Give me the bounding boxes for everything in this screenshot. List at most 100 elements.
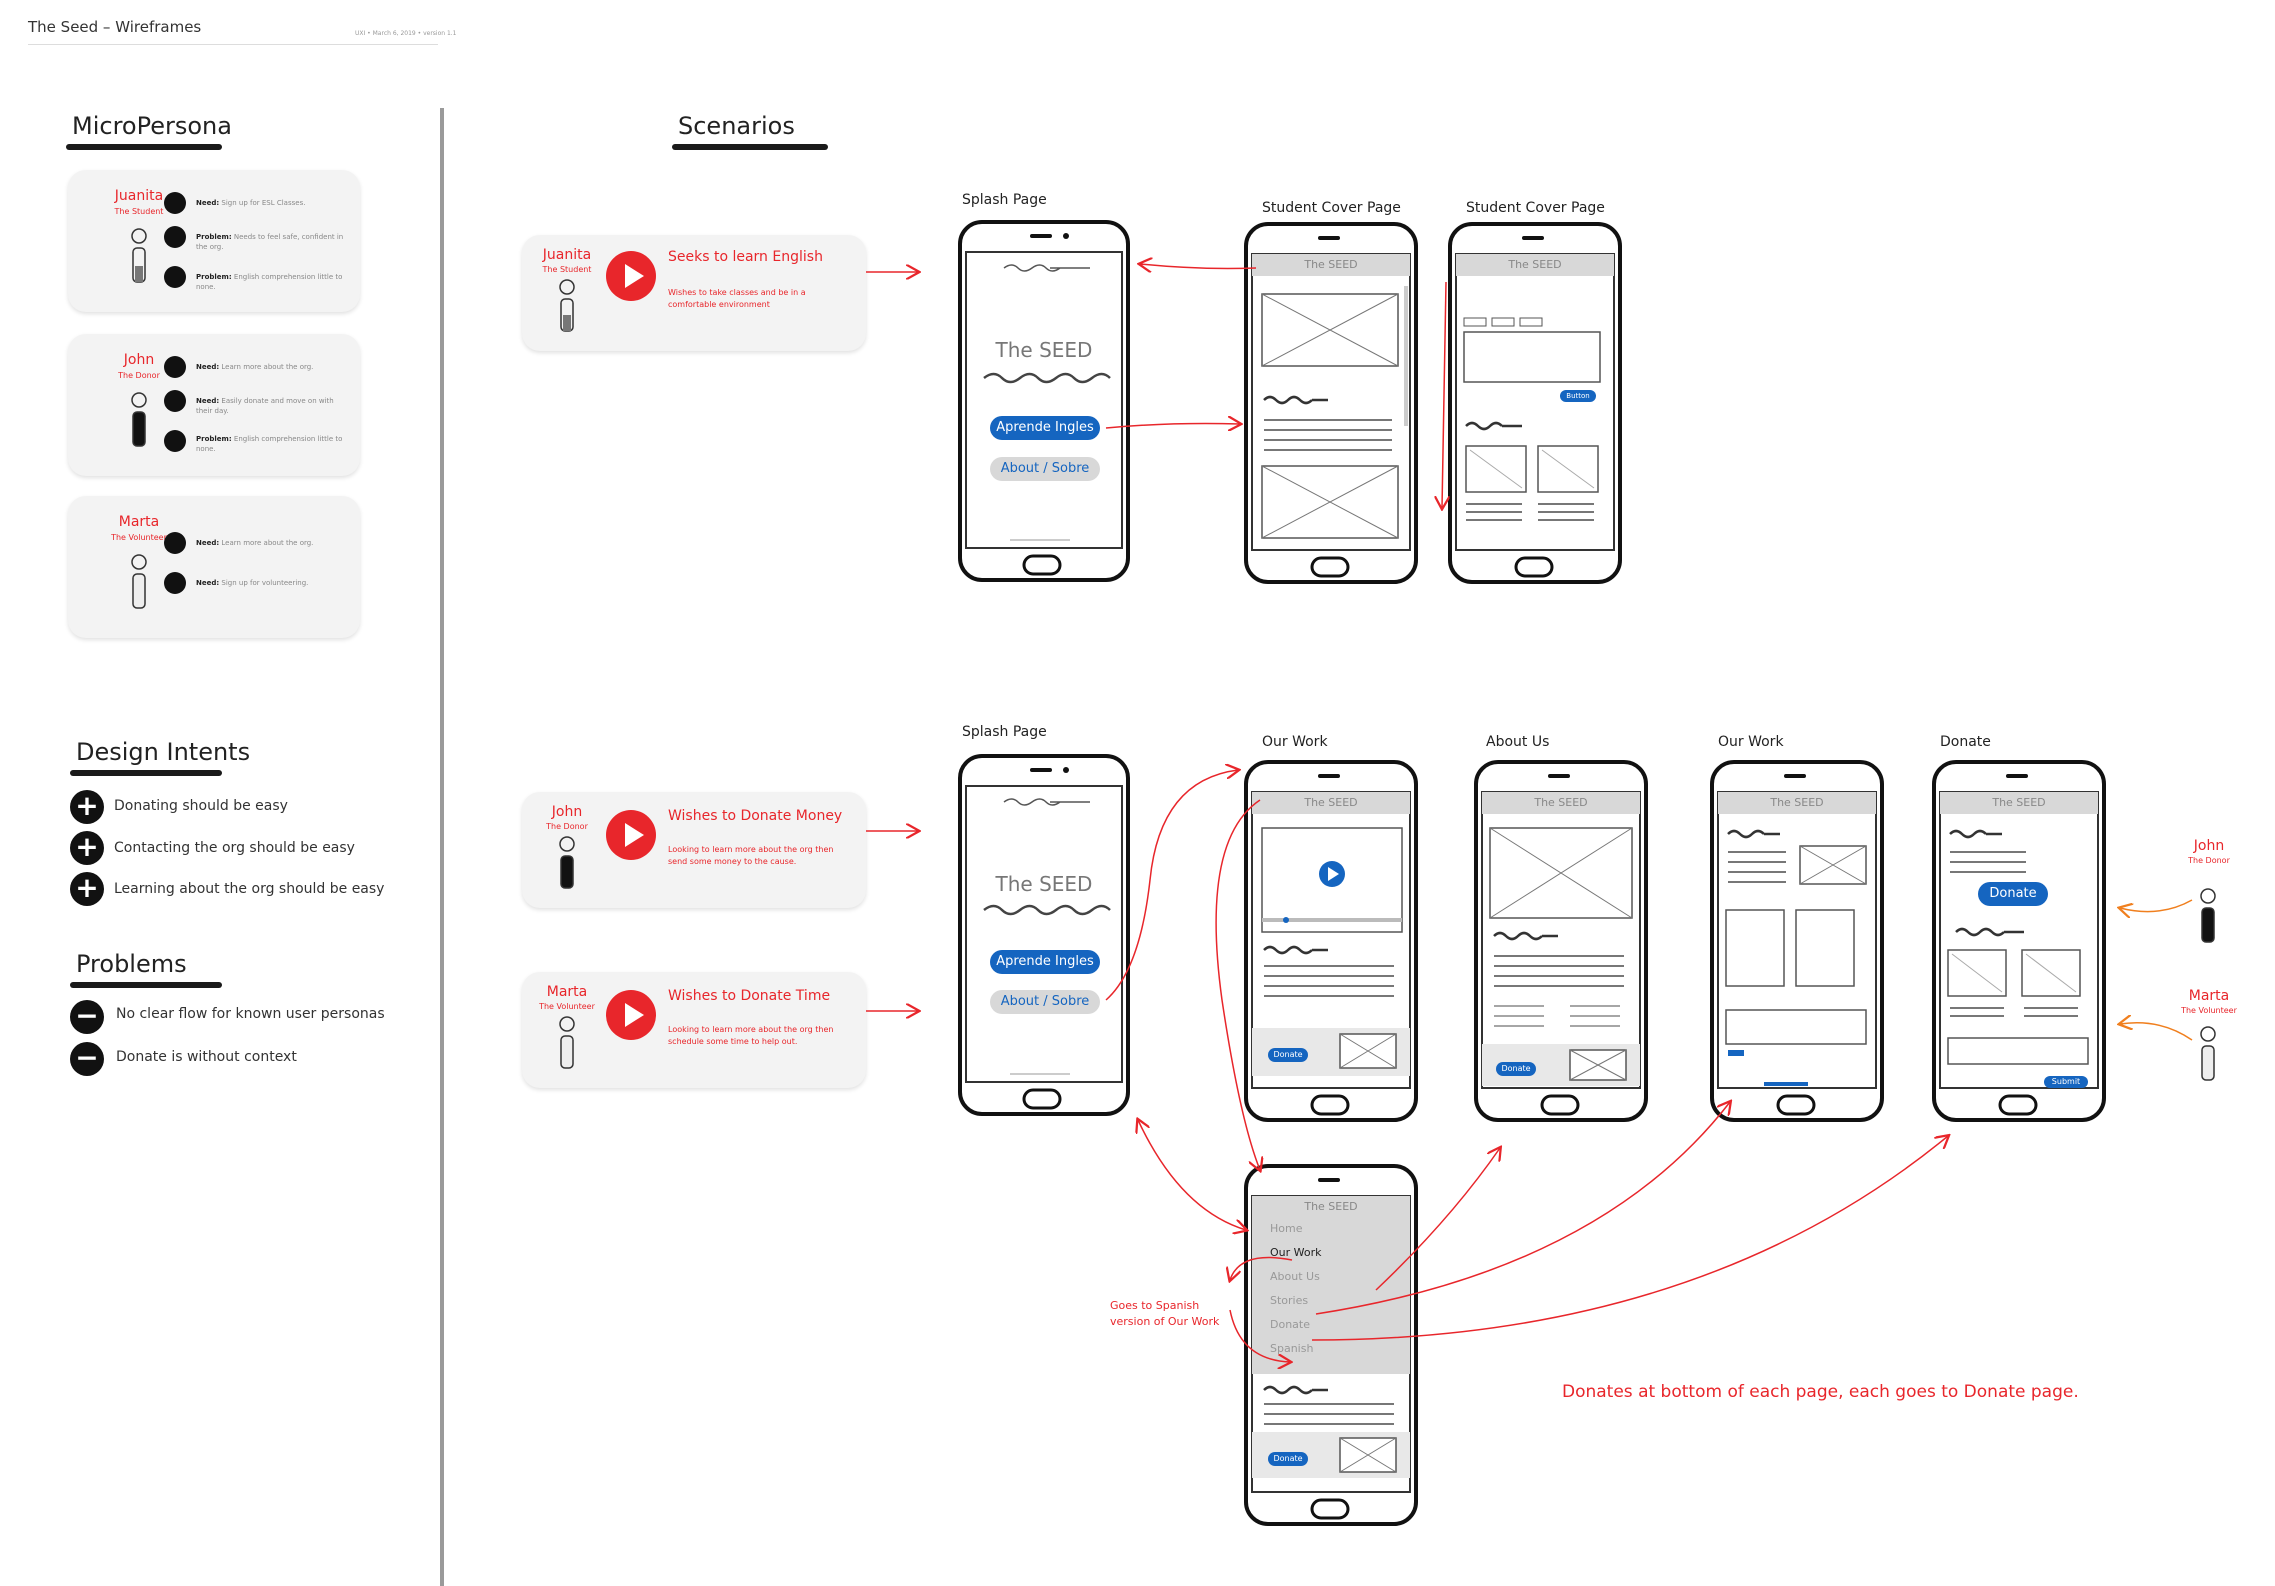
- persona-need-row: Need: Learn more about the org.: [196, 539, 314, 547]
- persona-name: John: [123, 352, 155, 368]
- scenario-role: The Donor: [546, 822, 588, 831]
- phone-student-cover-1: [1244, 222, 1418, 584]
- side-persona-john-figure: [2200, 888, 2216, 943]
- persona-role: The Volunteer: [111, 533, 167, 542]
- phone-label-student-1: Student Cover Page: [1262, 200, 1401, 216]
- persona-figure-icon: [131, 392, 147, 447]
- menu-item-our-work[interactable]: Our Work: [1270, 1246, 1322, 1259]
- scenario-title: Seeks to learn English: [668, 249, 823, 265]
- phone-label-student-2: Student Cover Page: [1466, 200, 1605, 216]
- persona-need-row: Need: Sign up for volunteering.: [196, 579, 309, 587]
- scenario-title: Wishes to Donate Time: [668, 988, 831, 1004]
- donate-annotation: Donates at bottom of each page, each goe…: [1562, 1382, 2079, 1402]
- menu-item-donate[interactable]: Donate: [1270, 1318, 1310, 1331]
- mood-sad-icon: [164, 266, 186, 288]
- header-rule: [28, 44, 438, 45]
- design-intents-heading: Design Intents: [76, 738, 251, 766]
- persona-figure-icon: [559, 279, 575, 332]
- scenario-card-john: John The Donor Wishes to Donate Money Lo…: [522, 792, 866, 908]
- persona-card-marta: Marta The Volunteer Need: Learn more abo…: [68, 496, 360, 638]
- persona-need-row: Need: Easily donate and move on with the…: [196, 397, 334, 415]
- persona-problem-row: Problem: English comprehension little to…: [196, 435, 343, 453]
- app-title: The SEED: [1534, 796, 1588, 809]
- side-persona-marta-figure: [2200, 1026, 2216, 1081]
- submit-button[interactable]: Submit: [2044, 1076, 2088, 1088]
- scenario-name: Marta: [546, 984, 588, 1000]
- about-sobre-button[interactable]: About / Sobre: [990, 990, 1100, 1014]
- scenario-desc: Looking to learn more about the org then…: [668, 845, 834, 866]
- scenario-role: The Student: [542, 265, 592, 274]
- mood-happy-icon: [164, 532, 186, 554]
- scenario-desc: Wishes to take classes and be in a comfo…: [668, 288, 806, 309]
- phone-label-splash-1: Splash Page: [962, 192, 1047, 208]
- donate-button[interactable]: Donate: [1268, 1048, 1308, 1062]
- about-sobre-button[interactable]: About / Sobre: [990, 457, 1100, 481]
- micropersona-underline: [66, 144, 222, 150]
- mood-sad-icon: [164, 430, 186, 452]
- app-title: The SEED: [1770, 796, 1824, 809]
- phone-label-our-work-2: Our Work: [1718, 734, 1784, 750]
- scenario-title: Wishes to Donate Money: [668, 808, 843, 824]
- phone-label-about-us: About Us: [1486, 734, 1550, 750]
- side-persona-name: John: [2193, 838, 2225, 854]
- splash-title-1: The SEED: [995, 338, 1093, 362]
- scenario-role: The Volunteer: [539, 1002, 595, 1011]
- menu-item-stories[interactable]: Stories: [1270, 1294, 1309, 1307]
- app-title: The SEED: [1304, 1200, 1358, 1213]
- persona-card-juanita: Juanita The Student Need: Sign up for ES…: [68, 170, 360, 312]
- app-title: The SEED: [1304, 258, 1358, 271]
- splash-title-2: The SEED: [995, 872, 1093, 896]
- persona-need-row: Need: Learn more about the org.: [196, 363, 314, 371]
- scenarios-underline: [672, 144, 828, 150]
- play-icon: [606, 990, 656, 1040]
- scenario-card-juanita: Juanita The Student Seeks to learn Engli…: [522, 235, 866, 351]
- menu-item-home[interactable]: Home: [1270, 1222, 1303, 1235]
- scenario-name: John: [551, 804, 583, 820]
- phone-menu: [1244, 1164, 1418, 1526]
- menu-item-about-us[interactable]: About Us: [1270, 1270, 1320, 1283]
- scenarios-heading: Scenarios: [678, 112, 795, 140]
- mood-neutral-icon: [164, 226, 186, 248]
- phone-about-us: [1474, 760, 1648, 1122]
- problem-item: Donate is without context: [116, 1049, 297, 1065]
- doc-meta: UXI • March 6, 2019 • version 1.1: [355, 30, 457, 37]
- mood-happy-icon: [164, 192, 186, 214]
- menu-item-spanish[interactable]: Spanish: [1270, 1342, 1314, 1355]
- persona-role: The Student: [114, 207, 164, 216]
- column-divider: [440, 108, 444, 1586]
- design-intents-underline: [70, 770, 222, 776]
- minus-icon: −: [70, 1042, 104, 1076]
- plus-icon: +: [70, 872, 104, 906]
- app-title: The SEED: [1304, 796, 1358, 809]
- aprende-ingles-button[interactable]: Aprende Ingles: [990, 416, 1100, 440]
- phone-splash-1: [958, 220, 1130, 582]
- aprende-ingles-button[interactable]: Aprende Ingles: [990, 950, 1100, 974]
- micropersona-heading: MicroPersona: [72, 112, 232, 140]
- persona-name: Juanita: [114, 188, 164, 204]
- donate-main-button[interactable]: Donate: [1978, 882, 2048, 906]
- spanish-annotation: Goes to Spanish version of Our Work: [1110, 1299, 1220, 1328]
- problems-heading: Problems: [76, 950, 187, 978]
- doc-title: The Seed – Wireframes: [28, 18, 202, 36]
- mood-happy-icon: [164, 390, 186, 412]
- persona-role: The Donor: [118, 371, 160, 380]
- donate-button[interactable]: Donate: [1496, 1062, 1536, 1076]
- app-title: The SEED: [1992, 796, 2046, 809]
- scenario-name: Juanita: [542, 247, 592, 263]
- donate-button[interactable]: Donate: [1268, 1452, 1308, 1466]
- generic-button[interactable]: Button: [1560, 390, 1596, 402]
- intent-item: Learning about the org should be easy: [114, 881, 385, 897]
- problem-item: No clear flow for known user personas: [116, 1006, 385, 1022]
- persona-figure-icon: [131, 554, 147, 609]
- persona-card-john: John The Donor Need: Learn more about th…: [68, 334, 360, 476]
- phone-label-donate: Donate: [1940, 734, 1991, 750]
- phone-label-splash-2: Splash Page: [962, 724, 1047, 740]
- persona-problem-row: Problem: English comprehension little to…: [196, 273, 343, 291]
- problems-underline: [70, 982, 222, 988]
- play-icon: [606, 810, 656, 860]
- side-persona-role: The Volunteer: [2181, 1006, 2237, 1015]
- persona-problem-row: Problem: Needs to feel safe, confident i…: [196, 233, 344, 251]
- plus-icon: +: [70, 831, 104, 865]
- scenario-desc: Looking to learn more about the org then…: [668, 1025, 834, 1046]
